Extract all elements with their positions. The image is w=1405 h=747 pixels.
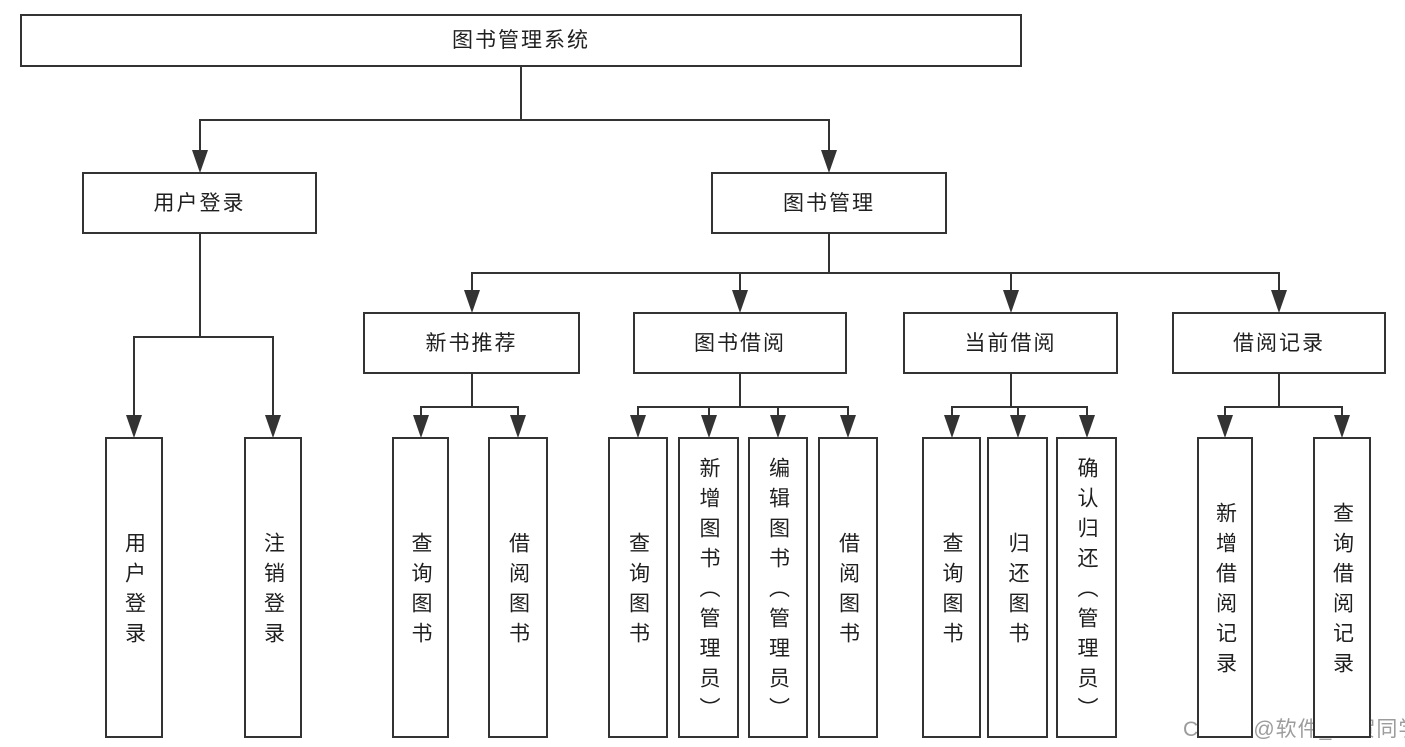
node-leaf-bw-query: 查询图书: [608, 437, 668, 738]
arrowhead-down-icon: [265, 415, 281, 438]
connector-vline: [272, 336, 274, 418]
arrowhead-down-icon: [1002, 290, 1019, 313]
connector-hline: [1224, 406, 1343, 408]
connector-vline: [1085, 406, 1088, 418]
arrowhead-down-icon: [840, 415, 856, 438]
arrowhead-down-icon: [1009, 415, 1026, 438]
connector-hline: [470, 272, 1280, 274]
node-label-new-book-rec: 新书推荐: [425, 331, 518, 355]
connector-vline: [470, 272, 473, 293]
arrowhead-down-icon: [700, 415, 717, 438]
node-label-leaf-nb-query: 查询图书: [409, 532, 432, 652]
node-leaf-bw-borrow: 借阅图书: [818, 437, 878, 738]
connector-vline: [1278, 374, 1280, 408]
node-label-leaf-logout: 注销登录: [261, 532, 285, 652]
node-label-leaf-cur-query: 查询图书: [940, 532, 963, 652]
node-book-mgmt: 图书管理: [711, 172, 947, 234]
node-label-leaf-rec-query: 查询借阅记录: [1330, 502, 1354, 682]
arrowhead-down-icon: [1078, 415, 1095, 438]
node-label-leaf-bw-edit: 编辑图书（管理员）: [766, 457, 790, 727]
arrowhead-down-icon: [1271, 290, 1287, 313]
node-book-borrow: 图书借阅: [633, 312, 847, 374]
node-root: 图书管理系统: [20, 14, 1022, 67]
connector-vline: [198, 119, 201, 153]
connector-vline: [637, 406, 639, 418]
connector-vline: [739, 374, 741, 408]
arrowhead-down-icon: [1217, 415, 1233, 438]
arrowhead-down-icon: [191, 150, 208, 173]
node-leaf-login: 用户登录: [105, 437, 163, 738]
node-leaf-bw-edit: 编辑图书（管理员）: [748, 437, 808, 738]
node-label-current-borrow: 当前借阅: [964, 331, 1057, 355]
connector-vline: [1009, 272, 1012, 293]
node-leaf-bw-add: 新增图书（管理员）: [678, 437, 739, 738]
node-leaf-logout: 注销登录: [244, 437, 302, 738]
node-label-user-login: 用户登录: [153, 191, 246, 215]
connector-hline: [637, 406, 849, 408]
arrowhead-down-icon: [770, 415, 786, 438]
arrowhead-down-icon: [943, 415, 960, 438]
node-user-login: 用户登录: [82, 172, 317, 234]
connector-vline: [1016, 406, 1019, 418]
connector-vline: [198, 234, 201, 338]
arrowhead-down-icon: [732, 290, 748, 313]
arrowhead-down-icon: [1334, 415, 1350, 438]
arrowhead-down-icon: [630, 415, 646, 438]
node-label-leaf-nb-borrow: 借阅图书: [506, 532, 530, 652]
connector-vline: [828, 119, 830, 153]
connector-vline: [707, 406, 710, 418]
connector-vline: [847, 406, 849, 418]
node-label-leaf-bw-add: 新增图书（管理员）: [697, 457, 720, 727]
connector-vline: [1224, 406, 1226, 418]
node-label-borrow-records: 借阅记录: [1233, 331, 1325, 355]
node-current-borrow: 当前借阅: [903, 312, 1118, 374]
node-label-leaf-bw-borrow: 借阅图书: [836, 532, 860, 652]
connector-vline: [1278, 272, 1280, 293]
connector-vline: [1009, 374, 1012, 408]
connector-hline: [419, 406, 519, 408]
connector-vline: [1341, 406, 1343, 418]
node-leaf-nb-query: 查询图书: [392, 437, 449, 738]
connector-hline: [198, 119, 830, 121]
connector-vline: [133, 336, 135, 418]
arrowhead-down-icon: [412, 415, 429, 438]
connector-vline: [470, 374, 473, 408]
connector-vline: [739, 272, 741, 293]
node-label-leaf-bw-query: 查询图书: [626, 532, 650, 652]
node-label-book-borrow: 图书借阅: [694, 331, 786, 355]
node-label-book-mgmt: 图书管理: [783, 191, 875, 215]
node-leaf-cur-confirm: 确认归还（管理员）: [1056, 437, 1117, 738]
arrowhead-down-icon: [463, 290, 480, 313]
connector-hline: [133, 336, 274, 338]
node-label-leaf-rec-add: 新增借阅记录: [1213, 502, 1237, 682]
node-label-leaf-login: 用户登录: [122, 532, 146, 652]
arrowhead-down-icon: [510, 415, 526, 438]
arrowhead-down-icon: [821, 150, 837, 173]
connector-vline: [517, 406, 519, 418]
arrowhead-down-icon: [126, 415, 142, 438]
connector-hline: [950, 406, 1088, 408]
node-leaf-rec-query: 查询借阅记录: [1313, 437, 1371, 738]
node-leaf-nb-borrow: 借阅图书: [488, 437, 548, 738]
connector-vline: [520, 67, 522, 121]
connector-vline: [777, 406, 779, 418]
node-label-leaf-cur-return: 归还图书: [1006, 532, 1029, 652]
node-new-book-rec: 新书推荐: [363, 312, 580, 374]
node-leaf-cur-return: 归还图书: [987, 437, 1048, 738]
node-leaf-cur-query: 查询图书: [922, 437, 981, 738]
node-leaf-rec-add: 新增借阅记录: [1197, 437, 1253, 738]
node-label-root: 图书管理系统: [452, 29, 590, 52]
node-label-leaf-cur-confirm: 确认归还（管理员）: [1075, 457, 1098, 727]
connector-vline: [950, 406, 953, 418]
connector-vline: [419, 406, 422, 418]
connector-vline: [828, 234, 830, 274]
node-borrow-records: 借阅记录: [1172, 312, 1386, 374]
